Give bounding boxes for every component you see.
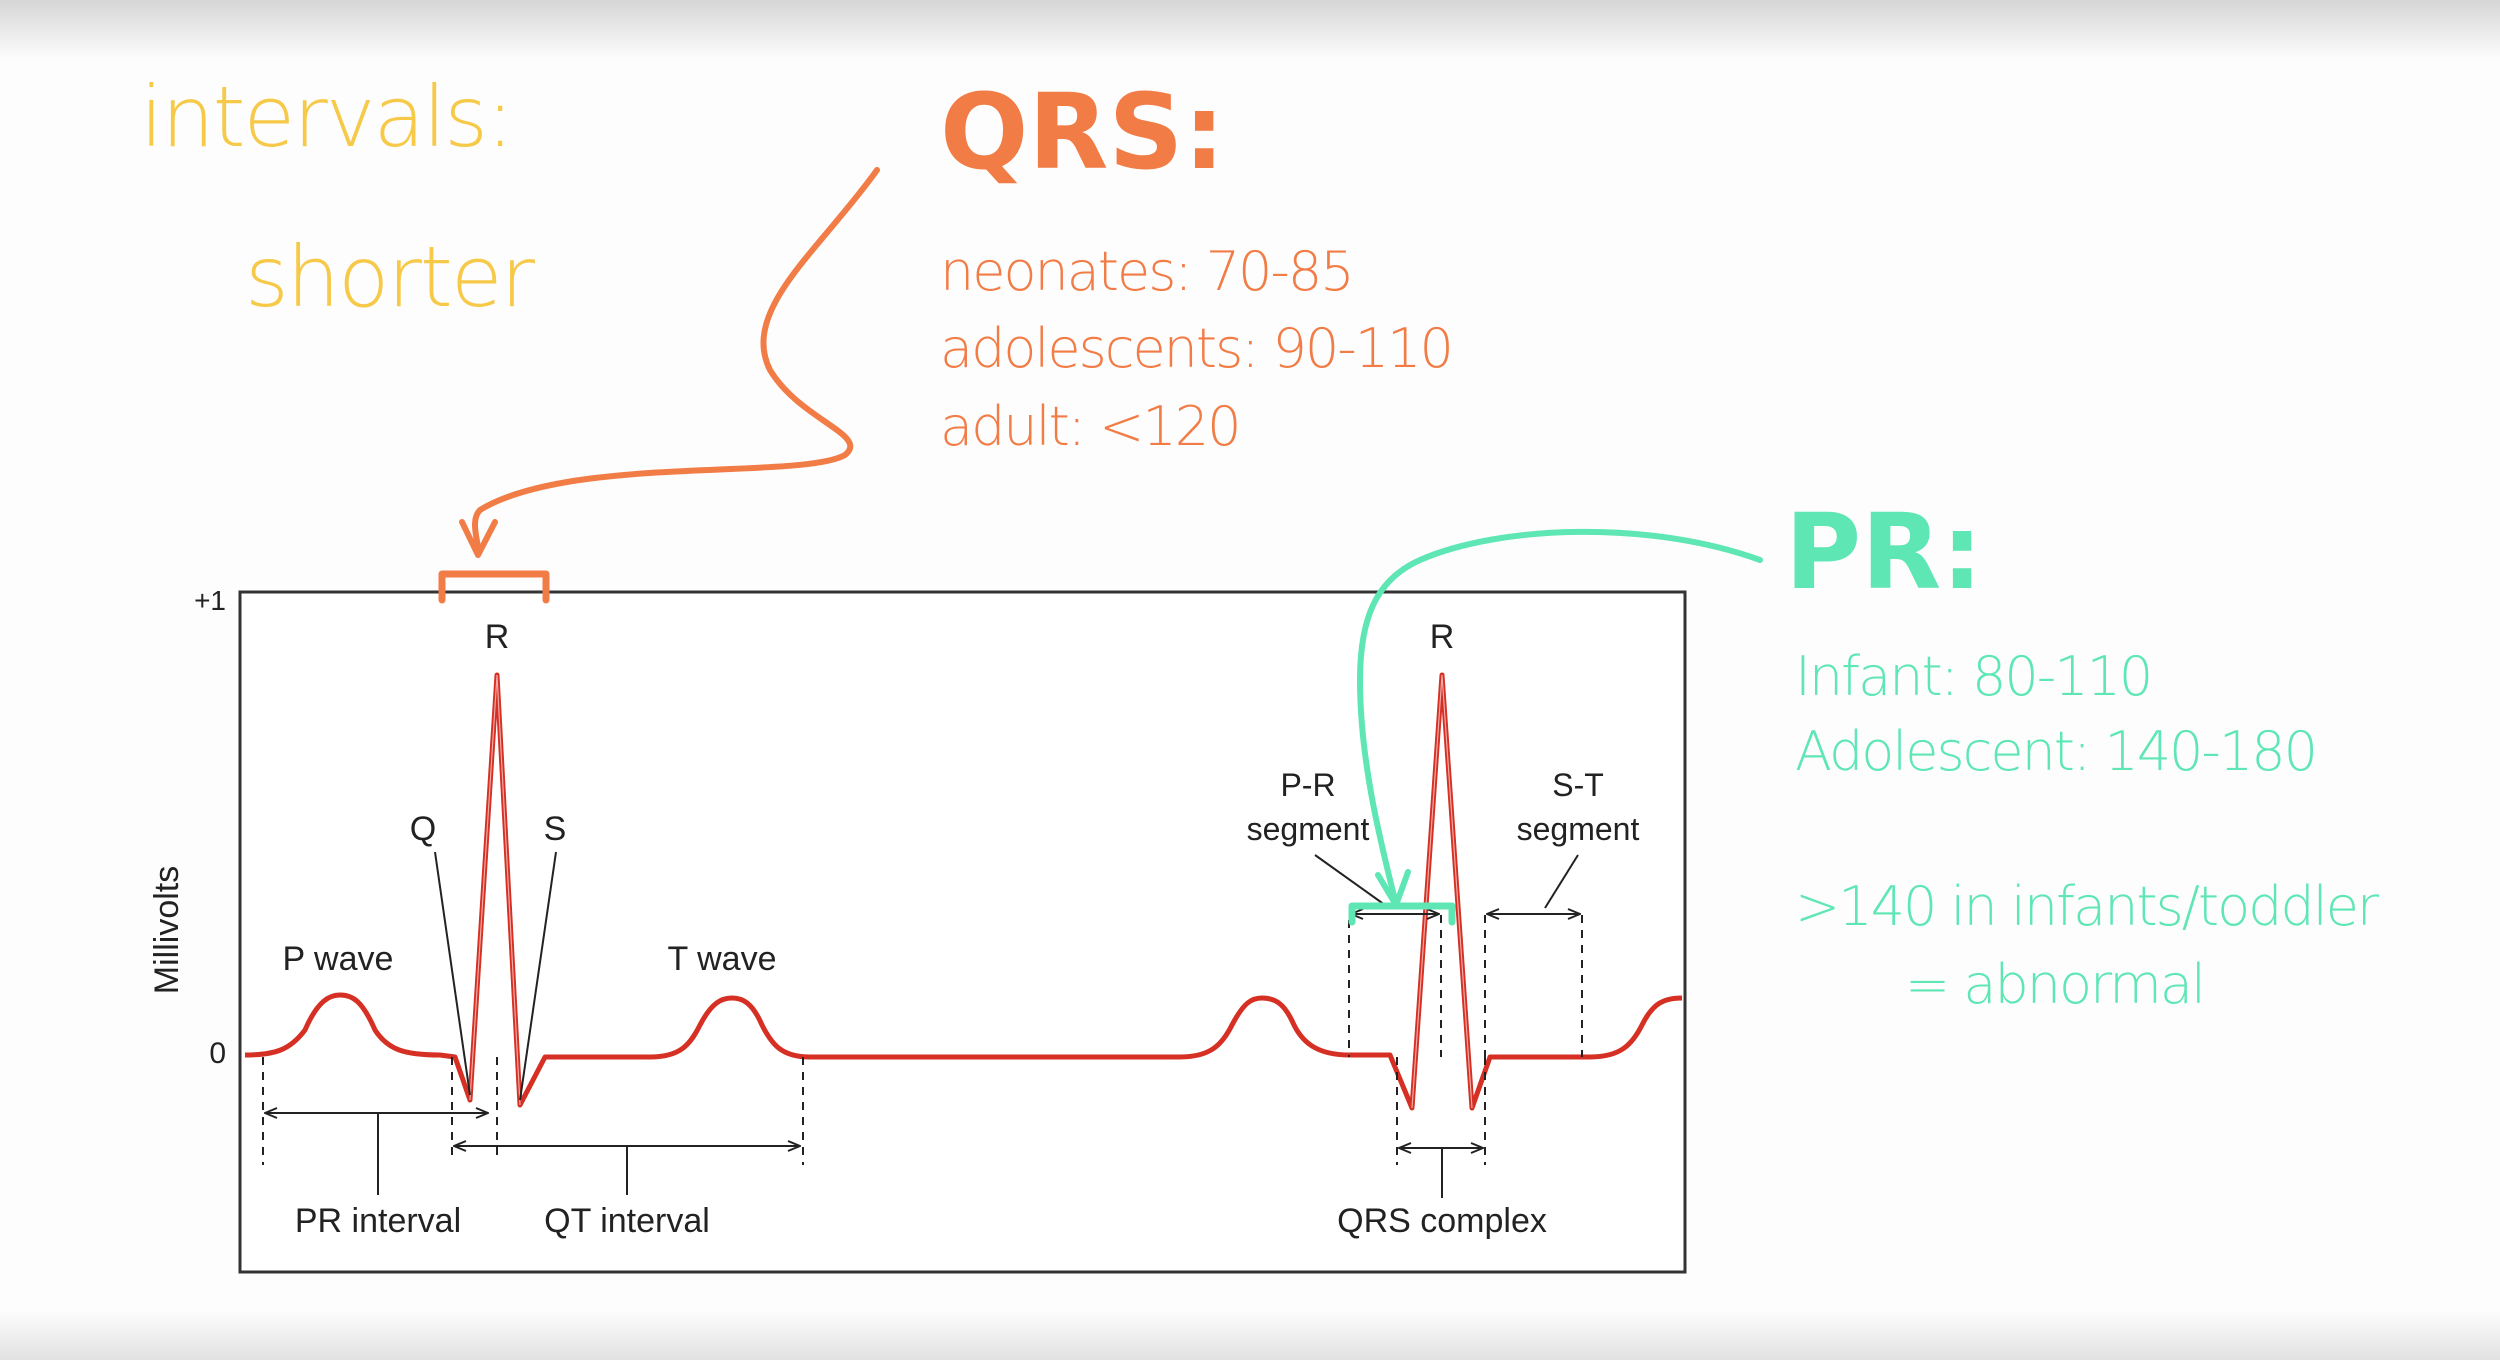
intervals-heading: intervals:	[140, 68, 514, 166]
ecg-trace-inner	[469, 674, 1473, 1109]
pr-title: PR:	[1785, 491, 1983, 613]
pr-annotation-arrow	[1348, 528, 1763, 926]
ecg-trace	[244, 672, 1683, 1111]
intervals-shorter: shorter	[245, 228, 535, 326]
label-r2: R	[1430, 618, 1455, 656]
y-axis-label: Millivolts	[148, 866, 186, 994]
label-t-wave: T wave	[668, 940, 777, 978]
qrs-adolescents: adolescents: 90-110	[940, 317, 1454, 380]
q-pointer	[434, 851, 471, 1096]
s-pointer	[519, 851, 557, 1101]
top-shade	[0, 0, 2500, 60]
pr-infant: Infant: 80-110	[1795, 645, 2153, 708]
pr-warning-line1: >140 in infants/toddler	[1795, 875, 2379, 938]
label-qrs-complex: QRS complex	[1337, 1202, 1547, 1240]
pr-warning-line2: = abnormal	[1905, 953, 2206, 1016]
label-pr-segment-2: segment	[1247, 811, 1370, 847]
bottom-shade	[0, 1310, 2500, 1360]
tick-zero: 0	[209, 1037, 226, 1070]
label-r1: R	[485, 618, 510, 656]
label-pr-segment-1: P-R	[1280, 767, 1335, 803]
qrs-title: QRS:	[940, 71, 1225, 193]
qrs-annotation-arrow	[438, 167, 880, 604]
interval-arrows	[265, 854, 1580, 1198]
qrs-neonates: neonates: 70-85	[940, 240, 1355, 303]
label-st-segment-2: segment	[1517, 811, 1640, 847]
ecg-frame	[238, 590, 1687, 1274]
tick-plus-one: +1	[194, 585, 226, 616]
pr-adolescent: Adolescent: 140-180	[1795, 720, 2318, 783]
label-st-segment-1: S-T	[1552, 767, 1604, 803]
label-p-wave: P wave	[283, 940, 394, 978]
qrs-adult: adult: <120	[940, 395, 1241, 458]
label-pr-interval: PR interval	[295, 1202, 461, 1240]
label-qt-interval: QT interval	[544, 1202, 710, 1240]
label-s: S	[544, 810, 567, 848]
label-q: Q	[410, 810, 436, 848]
